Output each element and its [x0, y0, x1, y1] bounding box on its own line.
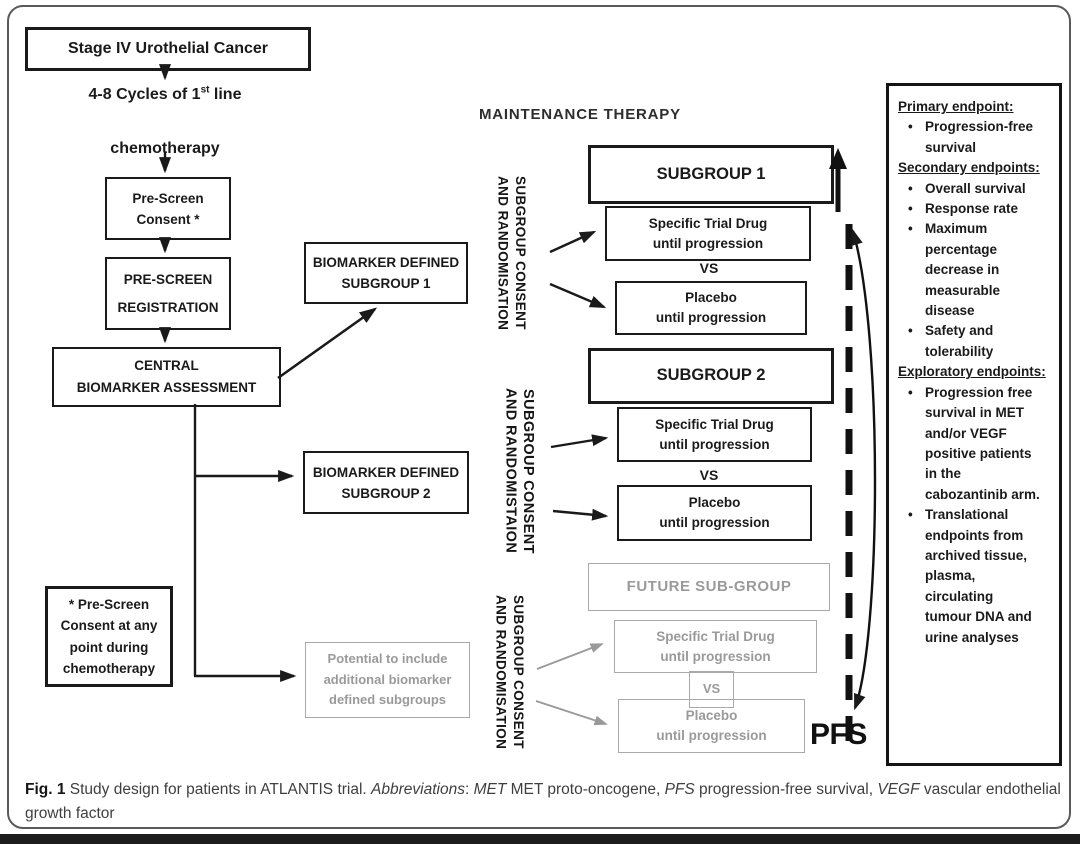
central-biomarker-label: CENTRAL BIOMARKER ASSESSMENT — [76, 358, 257, 395]
biomarker-subgroup2-label: BIOMARKER DEFINED SUBGROUP 2 — [312, 464, 460, 501]
exploratory-endpoints-heading: Exploratory endpoints: — [898, 364, 1046, 380]
endpoint-item-text: Response rate — [925, 201, 1019, 217]
subgroup2-drug-label: Specific Trial Drug until progression — [655, 416, 774, 452]
maintenance-therapy-header: MAINTENANCE THERAPY — [479, 106, 681, 123]
endpoints-panel: Primary endpoint: • Progression-free sur… — [886, 83, 1062, 766]
future-vs-label: VS — [702, 681, 721, 697]
subgroup2-vs-label: VS — [699, 467, 719, 483]
bullet-icon: • — [908, 180, 913, 196]
figure-caption-body: Study design for patients in ATLANTIS tr… — [65, 781, 372, 798]
randomisation-label-2: SUBGROUP CONSENT AND RANDOMISTAION — [502, 388, 537, 554]
asterisk-note-box: * Pre-Screen Consent at any point during… — [45, 586, 173, 687]
biomarker-subgroup2-box: BIOMARKER DEFINED SUBGROUP 2 — [303, 451, 469, 514]
asterisk-note-label: * Pre-Screen Consent at any point during… — [60, 596, 158, 677]
future-vs-box: VS — [689, 671, 734, 708]
endpoint-item-text: Maximum percentage decrease in measurabl… — [925, 221, 1001, 319]
abbr-vegf: VEGF — [877, 781, 920, 798]
subgroup1-vs-label: VS — [699, 260, 719, 276]
abbr-pfs-desc: progression-free survival, — [694, 781, 878, 798]
endpoint-item: • Overall survival — [898, 179, 1053, 199]
randomisation-label-1: SUBGROUP CONSENT AND RANDOMISATION — [495, 175, 529, 331]
subgroup1-title-box: SUBGROUP 1 — [588, 145, 834, 204]
figure-caption-label: Fig. 1 — [25, 781, 66, 798]
pre-screen-consent-box: Pre-Screen Consent * — [105, 177, 231, 240]
endpoint-item-text: Progression-free survival — [925, 119, 1034, 155]
bullet-icon: • — [908, 384, 913, 400]
future-drug-label: Specific Trial Drug until progression — [656, 628, 775, 664]
potential-subgroups-label: Potential to include additional biomarke… — [323, 651, 452, 708]
endpoint-item-text: Translational endpoints from archived ti… — [925, 507, 1032, 645]
endpoint-item: • Translational endpoints from archived … — [898, 505, 1053, 648]
randomisation-label-3: SUBGROUP CONSENT AND RANDOMISATION — [493, 594, 527, 750]
endpoint-item: • Response rate — [898, 199, 1053, 219]
bullet-icon: • — [908, 201, 913, 217]
stage-iv-box: Stage IV Urothelial Cancer — [25, 27, 311, 71]
subgroup2-title: SUBGROUP 2 — [656, 366, 766, 385]
cycles-text: 4-8 Cycles of 1 — [88, 85, 201, 103]
chemo-cycles-label: 4-8 Cycles of 1st line chemotherapy — [55, 85, 275, 157]
endpoint-item-text: Overall survival — [925, 180, 1026, 196]
page-bottom-bar — [0, 834, 1080, 844]
endpoint-item: • Progression free survival in MET and/o… — [898, 383, 1053, 505]
endpoint-item-text: Progression free survival in MET and/or … — [925, 384, 1040, 502]
future-drug-box: Specific Trial Drug until progression — [614, 620, 817, 673]
future-subgroup-title: FUTURE SUB-GROUP — [626, 578, 792, 596]
subgroup2-placebo-label: Placebo until progression — [659, 495, 770, 530]
caption-colon: : — [464, 781, 474, 798]
figure-border-frame — [7, 5, 1071, 829]
stage-iv-label: Stage IV Urothelial Cancer — [67, 40, 269, 58]
abbr-met-desc: MET proto-oncogene, — [506, 781, 665, 798]
abbr-met: MET — [473, 781, 507, 798]
future-placebo-box: Placebo until progression — [618, 699, 805, 753]
figure-caption: Fig. 1 Study design for patients in ATLA… — [25, 778, 1065, 826]
pre-screen-registration-label: PRE-SCREEN REGISTRATION — [117, 271, 219, 315]
subgroup2-drug-box: Specific Trial Drug until progression — [617, 407, 812, 462]
pre-screen-consent-label: Pre-Screen Consent * — [132, 190, 204, 227]
cycles-superscript: st — [200, 84, 210, 96]
endpoint-item: • Maximum percentage decrease in measura… — [898, 219, 1053, 321]
primary-endpoint-heading: Primary endpoint: — [898, 99, 1014, 114]
cycles-text-line2: chemotherapy — [110, 139, 220, 157]
endpoint-item: • Safety and tolerability — [898, 321, 1053, 362]
subgroup1-drug-box: Specific Trial Drug until progression — [605, 206, 811, 261]
pre-screen-registration-box: PRE-SCREEN REGISTRATION — [105, 257, 231, 330]
abbr-pfs: PFS — [664, 781, 695, 798]
bullet-icon: • — [908, 119, 913, 135]
pfs-label: PFS — [810, 718, 867, 751]
future-placebo-label: Placebo until progression — [656, 708, 767, 743]
subgroup1-title: SUBGROUP 1 — [656, 164, 766, 183]
cycles-text-tail: line — [209, 85, 242, 103]
future-subgroup-title-box: FUTURE SUB-GROUP — [588, 563, 830, 611]
subgroup1-placebo-label: Placebo until progression — [655, 290, 767, 325]
bullet-icon: • — [908, 507, 913, 523]
subgroup1-placebo-box: Placebo until progression — [615, 281, 807, 335]
biomarker-subgroup1-label: BIOMARKER DEFINED SUBGROUP 1 — [312, 255, 460, 291]
endpoint-item: • Progression-free survival — [898, 117, 1053, 158]
bullet-icon: • — [908, 323, 913, 339]
subgroup1-drug-label: Specific Trial Drug until progression — [648, 215, 768, 251]
bullet-icon: • — [908, 221, 913, 237]
potential-subgroups-box: Potential to include additional biomarke… — [305, 642, 470, 718]
abbreviations-label: Abbreviations — [371, 781, 465, 798]
abbr-vegf-desc: vascular endothelial growth factor — [25, 781, 1061, 823]
biomarker-subgroup1-box: BIOMARKER DEFINED SUBGROUP 1 — [304, 242, 468, 304]
subgroup2-placebo-box: Placebo until progression — [617, 485, 812, 541]
endpoint-item-text: Safety and tolerability — [925, 323, 994, 359]
secondary-endpoints-heading: Secondary endpoints: — [898, 160, 1040, 176]
central-biomarker-box: CENTRAL BIOMARKER ASSESSMENT — [52, 347, 281, 407]
subgroup2-title-box: SUBGROUP 2 — [588, 348, 834, 404]
